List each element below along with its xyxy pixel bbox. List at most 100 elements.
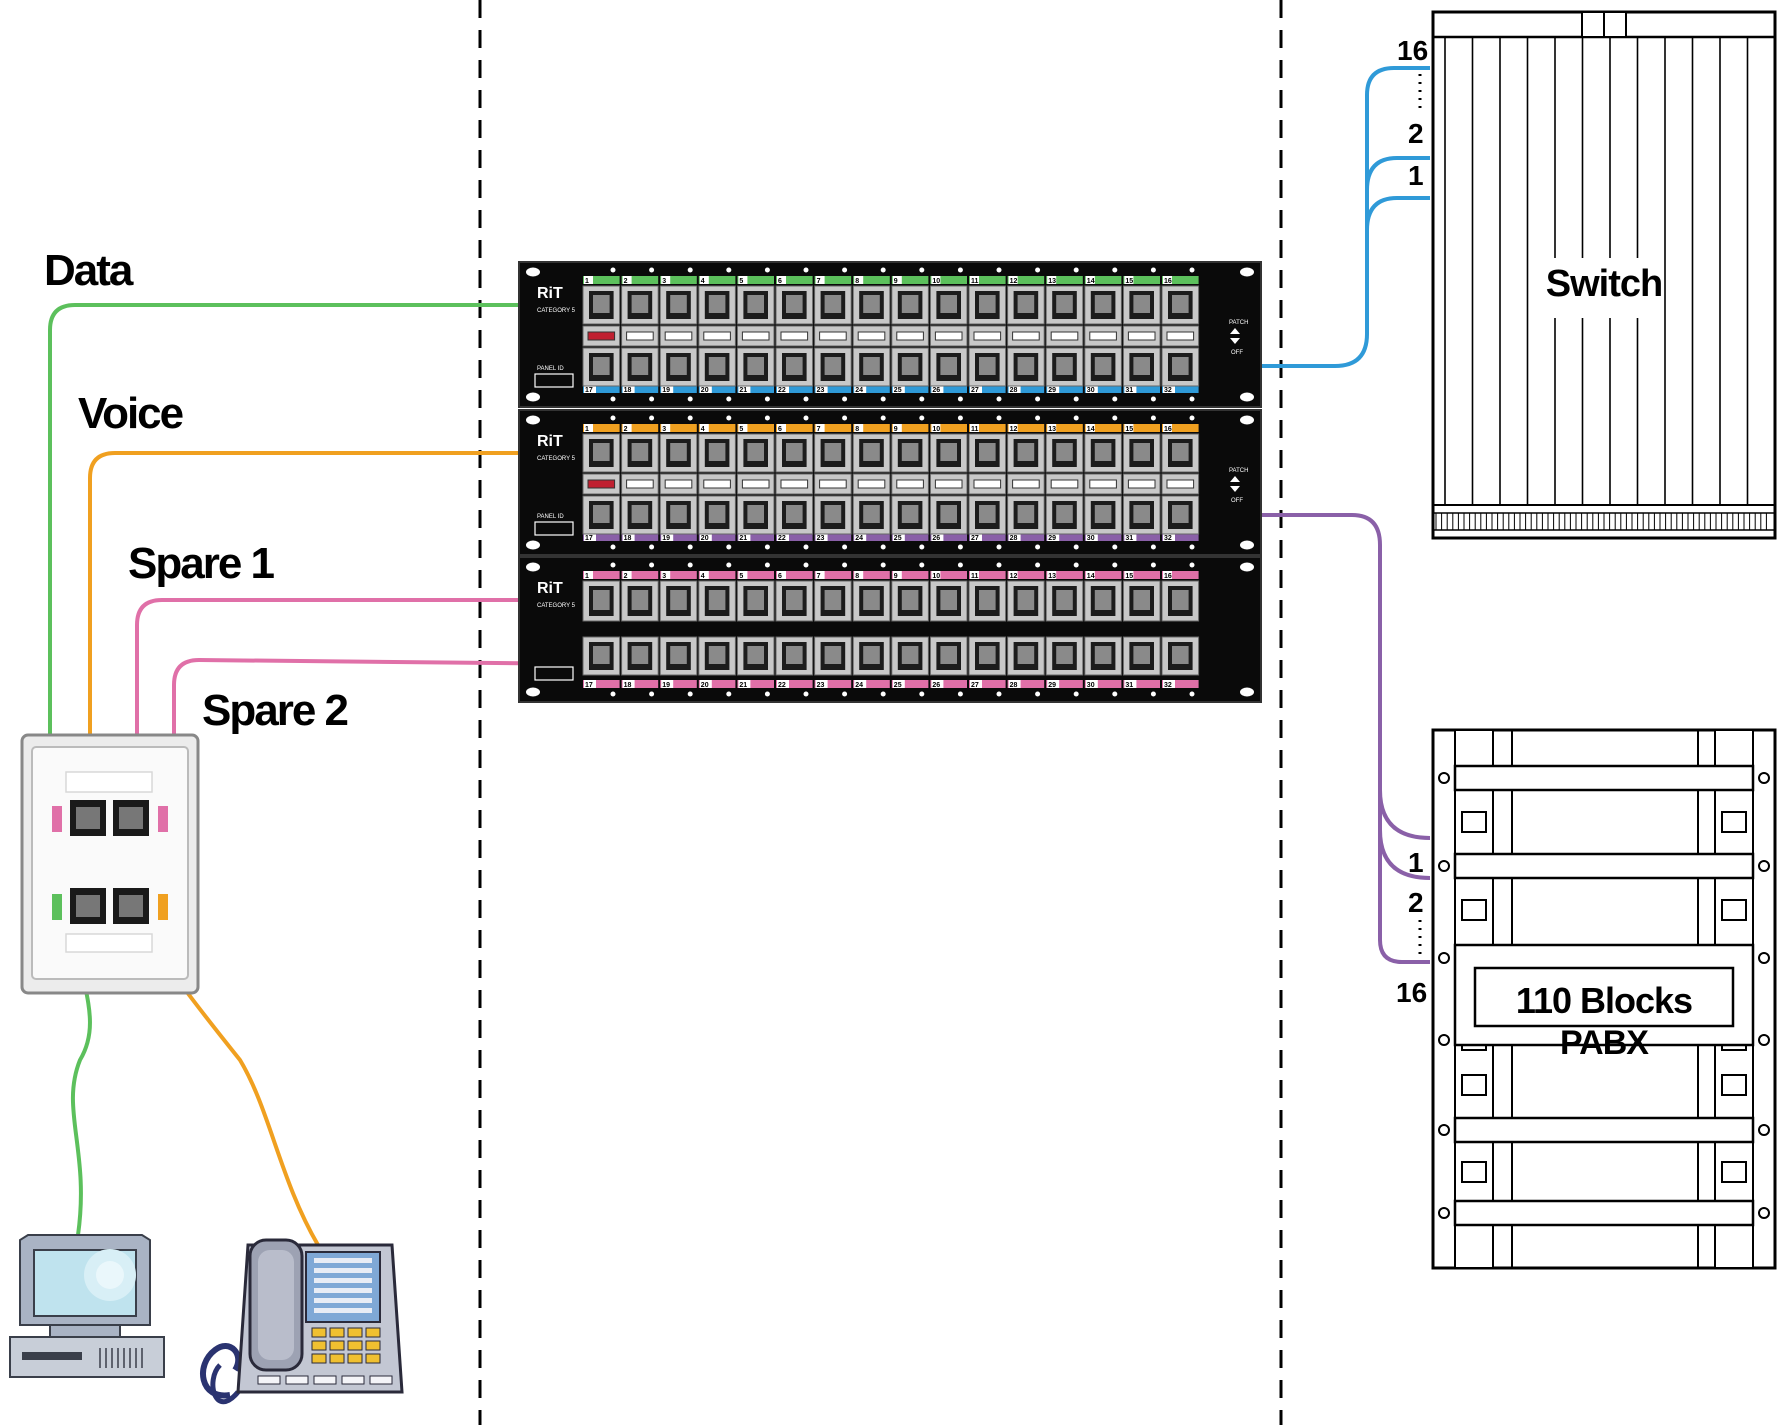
switch-port-1: 1 xyxy=(1408,160,1424,191)
port-number-top: 9 xyxy=(894,426,898,433)
port-number-top: 7 xyxy=(817,278,821,285)
port-number-top: 13 xyxy=(1048,278,1056,285)
outlet-tag-voice xyxy=(158,894,168,920)
port-number-bottom: 22 xyxy=(778,535,786,542)
port-number-bottom: 20 xyxy=(701,535,709,542)
data-label: Data xyxy=(44,246,134,295)
port-number-bottom: 21 xyxy=(739,682,747,689)
port-number-bottom: 18 xyxy=(624,682,632,689)
port-number-top: 7 xyxy=(817,573,821,580)
port-number-bottom: 22 xyxy=(778,387,786,394)
patch-label: PATCH xyxy=(1229,468,1248,474)
port-number-top: 1 xyxy=(585,278,589,285)
spare1-label: Spare 1 xyxy=(128,539,275,588)
port-number-top: 15 xyxy=(1125,573,1133,580)
port-number-bottom: 23 xyxy=(817,535,825,542)
outlet-tag-spare-right xyxy=(158,806,168,832)
port-number-bottom: 32 xyxy=(1164,387,1172,394)
pabx-cable-1 xyxy=(1378,789,1431,840)
panel-id-label: PANEL ID xyxy=(537,366,564,372)
port-number-top: 14 xyxy=(1087,426,1095,433)
port-number-bottom: 17 xyxy=(585,387,593,394)
phone-icon xyxy=(200,1238,404,1404)
port-number-bottom: 31 xyxy=(1125,535,1133,542)
port-number-top: 13 xyxy=(1048,573,1056,580)
spare2-label: Spare 2 xyxy=(202,686,348,735)
port-number-bottom: 21 xyxy=(739,387,747,394)
port-number-top: 3 xyxy=(662,278,666,285)
110-blocks-label: 110 Blocks xyxy=(1516,980,1692,1021)
switch-port-2: 2 xyxy=(1408,118,1424,149)
port-number-top: 12 xyxy=(1010,426,1018,433)
port-number-bottom: 17 xyxy=(585,535,593,542)
cables-right xyxy=(1260,66,1431,964)
port-number-bottom: 25 xyxy=(894,535,902,542)
pabx-cable-2 xyxy=(1378,829,1431,880)
switch-port-16: 16 xyxy=(1397,35,1428,66)
port-number-top: 10 xyxy=(932,426,940,433)
outlet-tag-data xyxy=(52,894,62,920)
port-number-bottom: 25 xyxy=(894,682,902,689)
port-number-bottom: 31 xyxy=(1125,387,1133,394)
pabx-port-1: 1 xyxy=(1408,847,1424,878)
panel-brand: RiT xyxy=(537,580,563,597)
port-number-bottom: 25 xyxy=(894,387,902,394)
port-number-bottom: 18 xyxy=(624,387,632,394)
port-number-bottom: 28 xyxy=(1010,535,1018,542)
port-number-top: 1 xyxy=(585,573,589,580)
port-number-bottom: 26 xyxy=(932,535,940,542)
port-number-bottom: 26 xyxy=(932,682,940,689)
port-number-bottom: 19 xyxy=(662,387,670,394)
port-number-bottom: 32 xyxy=(1164,535,1172,542)
panel-category: CATEGORY 5 xyxy=(537,603,576,609)
port-number-bottom: 17 xyxy=(585,682,593,689)
port-number-top: 16 xyxy=(1164,573,1172,580)
outlet-jack-spare1 xyxy=(70,800,106,836)
port-number-bottom: 28 xyxy=(1010,387,1018,394)
port-number-bottom: 18 xyxy=(624,535,632,542)
port-number-top: 2 xyxy=(624,278,628,285)
outlet-jack-data xyxy=(70,888,106,924)
port-number-top: 12 xyxy=(1010,573,1018,580)
port-number-top: 10 xyxy=(932,278,940,285)
computer-icon xyxy=(9,1234,165,1378)
switch-cable-1 xyxy=(1365,196,1430,231)
panel-id-label: PANEL ID xyxy=(537,514,564,520)
panel-brand: RiT xyxy=(537,285,563,302)
port-number-bottom: 30 xyxy=(1087,682,1095,689)
pabx-port-2: 2 xyxy=(1408,887,1424,918)
110-blocks-box xyxy=(1473,966,1735,1028)
port-number-bottom: 30 xyxy=(1087,387,1095,394)
port-number-top: 15 xyxy=(1125,278,1133,285)
port-number-bottom: 26 xyxy=(932,387,940,394)
port-number-top: 12 xyxy=(1010,278,1018,285)
port-number-bottom: 23 xyxy=(817,682,825,689)
port-number-bottom: 29 xyxy=(1048,682,1056,689)
port-number-bottom: 21 xyxy=(739,535,747,542)
port-number-bottom: 24 xyxy=(855,535,863,542)
port-number-top: 10 xyxy=(932,573,940,580)
port-number-top: 11 xyxy=(971,278,979,285)
port-number-top: 8 xyxy=(855,426,859,433)
port-number-bottom: 30 xyxy=(1087,535,1095,542)
port-number-top: 7 xyxy=(817,426,821,433)
port-number-top: 2 xyxy=(624,573,628,580)
port-number-bottom: 27 xyxy=(971,682,979,689)
port-number-top: 5 xyxy=(739,278,743,285)
port-number-top: 6 xyxy=(778,573,782,580)
port-number-top: 2 xyxy=(624,426,628,433)
port-number-bottom: 29 xyxy=(1048,387,1056,394)
port-number-bottom: 19 xyxy=(662,682,670,689)
port-number-top: 15 xyxy=(1125,426,1133,433)
port-number-top: 9 xyxy=(894,278,898,285)
voice-cable xyxy=(88,451,595,735)
port-number-top: 11 xyxy=(971,573,979,580)
spare2-cable xyxy=(172,657,596,735)
panel-category: CATEGORY 5 xyxy=(537,456,576,462)
port-number-bottom: 28 xyxy=(1010,682,1018,689)
port-number-bottom: 27 xyxy=(971,387,979,394)
